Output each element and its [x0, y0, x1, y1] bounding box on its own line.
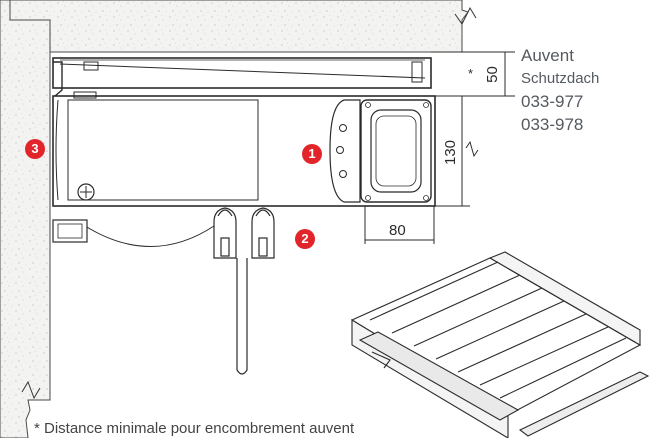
awning-3d — [350, 251, 650, 438]
top-rail — [52, 57, 432, 89]
wall-top — [9, 0, 469, 53]
product-subtitle: Schutzdach — [521, 70, 600, 87]
side-profile — [329, 99, 361, 203]
product-title: Auvent — [521, 46, 574, 65]
dimension-lines — [364, 51, 515, 244]
fabric-curve — [81, 223, 215, 247]
dimension-80: 80 — [389, 222, 406, 239]
product-ref-1: 033-977 — [521, 92, 584, 111]
marker-1: 1 — [302, 144, 322, 164]
footnote: * Distance minimale pour encombrement au… — [34, 420, 355, 437]
marker-3: 3 — [25, 139, 45, 159]
asterisk-mark: * — [468, 66, 474, 81]
dimension-50: 50 — [483, 66, 501, 83]
wall-left — [0, 0, 51, 438]
hanging-pole — [236, 258, 248, 375]
roller-axis — [77, 183, 95, 201]
clip-profiles — [213, 207, 275, 259]
marker-2: 2 — [295, 229, 315, 249]
product-label: Auvent Schutzdach 033-977 033-978 — [521, 44, 599, 136]
product-ref-2: 033-978 — [521, 115, 584, 134]
dimension-130: 130 — [442, 139, 460, 166]
